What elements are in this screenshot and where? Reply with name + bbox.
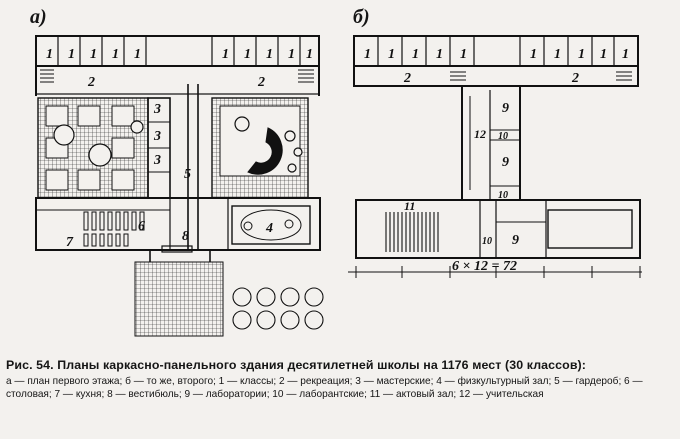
svg-text:2: 2: [571, 71, 579, 86]
caption-title: Рис. 54. Планы каркасно-панельного здани…: [6, 358, 586, 372]
svg-text:1: 1: [578, 47, 585, 62]
svg-text:1: 1: [412, 47, 419, 62]
plan-b-classroom-strip: [353, 35, 639, 67]
svg-text:9: 9: [512, 233, 519, 248]
plan-a-label-workshop: 3: [153, 102, 161, 117]
svg-text:1: 1: [622, 47, 629, 62]
figure-caption: Рис. 54. Планы каркасно-панельного здани…: [6, 358, 674, 401]
floor-plans-drawing: 1 1 1 1 1 1 1 1 1 1 2 2 3 3 3 5 6 7 8 4: [35, 35, 642, 337]
svg-text:3: 3: [153, 129, 161, 144]
svg-text:9: 9: [502, 155, 509, 170]
plan-a-label-vestibule: 8: [182, 229, 189, 244]
svg-text:10: 10: [482, 236, 492, 247]
svg-text:1: 1: [554, 47, 561, 62]
plan-b-label-staff: 12: [474, 127, 486, 141]
plan-a-label-kitchen: 7: [66, 235, 74, 250]
plan-a-label-classroom: 1: [46, 47, 53, 62]
plan-a-classroom-strip: [35, 35, 320, 67]
plan-b-second-floor: [348, 35, 642, 278]
plan-a-spiral-stair: [247, 127, 283, 175]
plan-a-label-recreation: 2: [87, 75, 95, 90]
plan-b-label-prep: 10: [498, 131, 508, 142]
svg-text:1: 1: [600, 47, 607, 62]
plan-b-room-labels: 1 1 1 1 1 1 1 1 1 1 2 2 9 9 9 10 10 10 1…: [364, 47, 629, 274]
svg-text:1: 1: [68, 47, 75, 62]
svg-text:1: 1: [306, 47, 313, 62]
svg-text:1: 1: [244, 47, 251, 62]
plan-b-letter: б): [353, 6, 370, 28]
svg-text:1: 1: [436, 47, 443, 62]
plan-a-first-floor: [35, 35, 324, 337]
floor-plans-figure: 1 1 1 1 1 1 1 1 1 1 2 2 3 3 3 5 6 7 8 4: [30, 6, 642, 337]
plan-b-dimension: 6 × 12 = 72: [452, 259, 517, 274]
svg-text:1: 1: [530, 47, 537, 62]
svg-text:1: 1: [266, 47, 273, 62]
svg-text:1: 1: [90, 47, 97, 62]
svg-text:10: 10: [498, 190, 508, 201]
svg-text:3: 3: [153, 153, 161, 168]
svg-text:1: 1: [112, 47, 119, 62]
plan-b-label-hall: 11: [404, 199, 415, 213]
plan-a-label-cloakroom: 5: [184, 167, 191, 182]
plan-a-lower-block: [35, 197, 321, 251]
svg-text:1: 1: [388, 47, 395, 62]
svg-text:1: 1: [222, 47, 229, 62]
plan-a-gym: [231, 205, 311, 245]
svg-text:1: 1: [134, 47, 141, 62]
svg-text:1: 1: [288, 47, 295, 62]
svg-text:1: 1: [460, 47, 467, 62]
plan-a-letter: а): [30, 6, 47, 28]
plan-a-room-labels: 1 1 1 1 1 1 1 1 1 1 2 2 3 3 3 5 6 7 8 4: [46, 47, 313, 250]
plan-b-lower-block: [355, 199, 641, 259]
svg-text:2: 2: [257, 75, 265, 90]
plan-b-label-lab: 9: [502, 101, 509, 116]
plan-a-label-gym: 4: [265, 221, 273, 236]
caption-legend: а — план первого этажа; б — то же, второ…: [6, 376, 643, 400]
plan-a-entrance-paving: [134, 261, 224, 337]
plan-a-label-canteen: 6: [138, 219, 145, 234]
plan-b-label-recreation: 2: [403, 71, 411, 86]
plan-b-label-classroom: 1: [364, 47, 371, 62]
